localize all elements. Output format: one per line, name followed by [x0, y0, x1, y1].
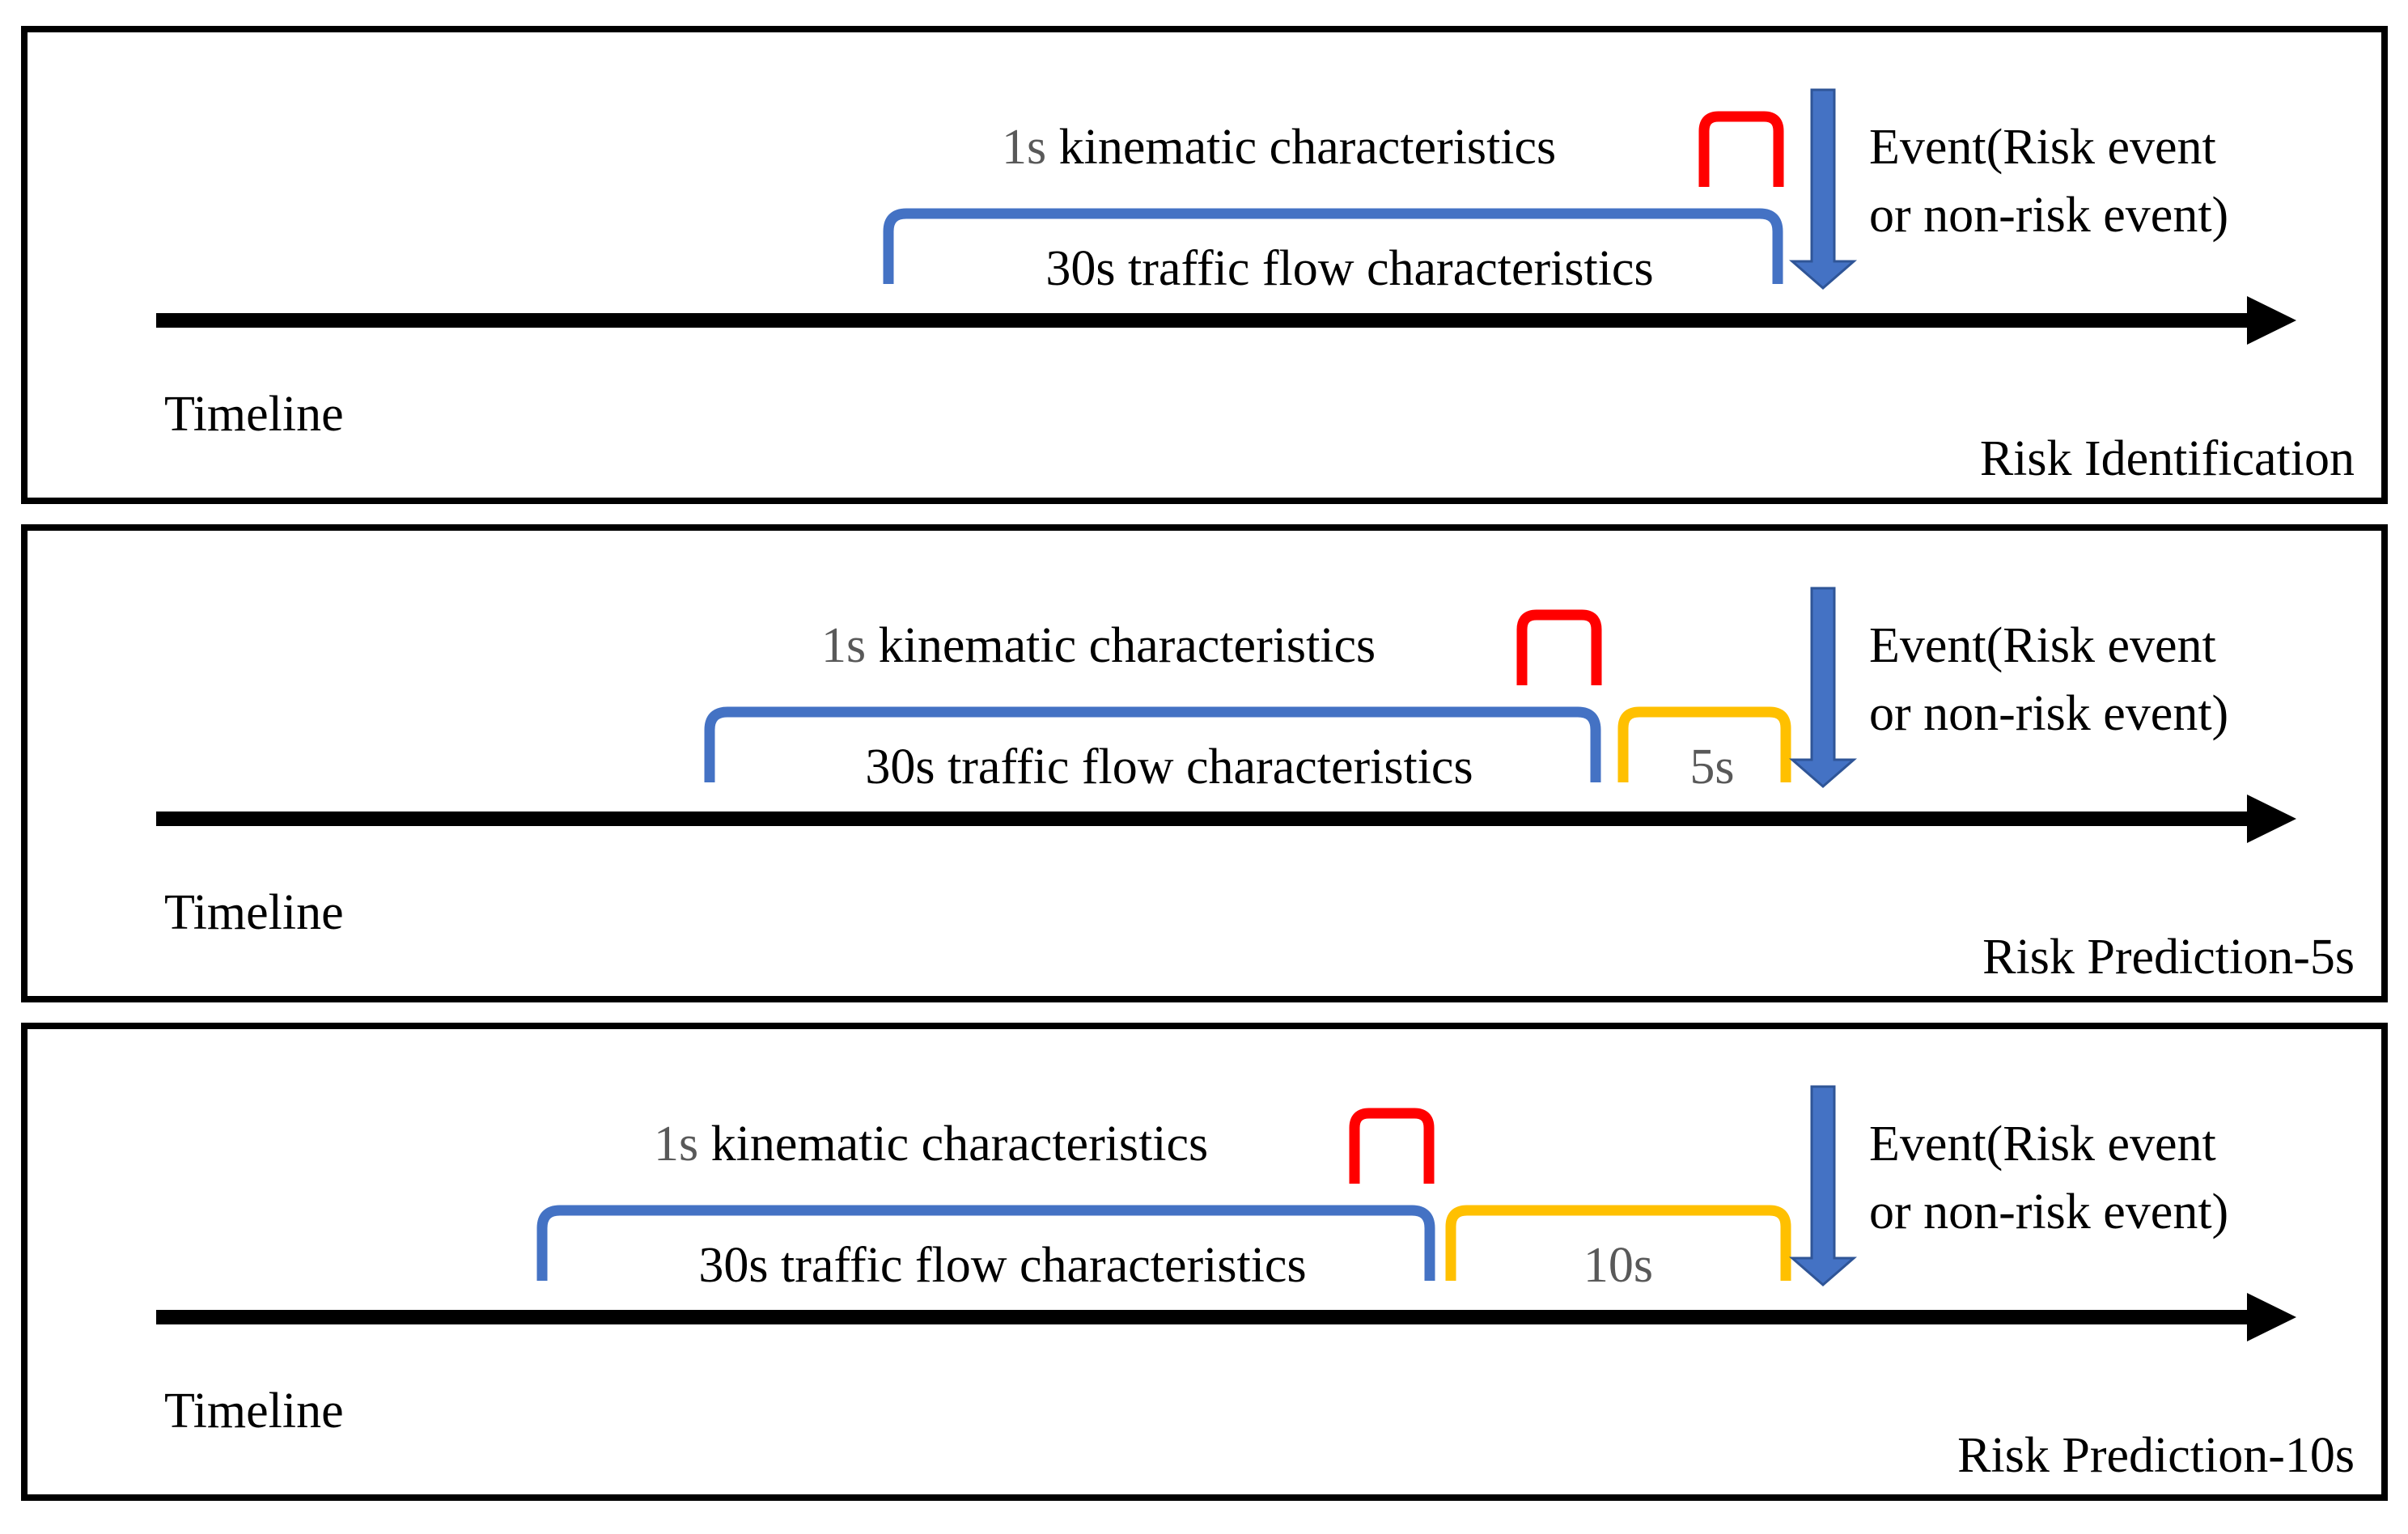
kinematic-bracket: [1698, 111, 1784, 187]
prediction-gap-label: 5s: [1689, 739, 1734, 795]
panel-frame: [21, 26, 2388, 504]
event-arrow-icon: [1788, 88, 1858, 290]
kinematic-duration: 1s: [821, 618, 866, 673]
panel-prediction-10s: 30s traffic flow characteristics 1s kinem…: [21, 1023, 2388, 1501]
traffic-flow-bracket: [536, 1205, 1435, 1281]
panel-title: Risk Identification: [1980, 431, 2355, 486]
panel-title: Risk Prediction-10s: [1957, 1428, 2355, 1483]
panel-identification: 30s traffic flow characteristics 1s kinem…: [21, 26, 2388, 504]
prediction-gap-bracket: [1445, 1205, 1791, 1281]
traffic-flow-label: 30s traffic flow characteristics: [698, 1238, 1306, 1293]
panel-title: Risk Prediction-5s: [1982, 930, 2355, 985]
event-arrow-icon: [1788, 587, 1858, 788]
kinematic-duration: 1s: [1002, 120, 1046, 175]
event-label-line-2: or non-risk event): [1869, 1184, 2228, 1239]
panel-frame: [21, 524, 2388, 1002]
kinematic-duration: 1s: [654, 1117, 698, 1172]
traffic-flow-label: 30s traffic flow characteristics: [1045, 241, 1653, 296]
traffic-flow-bracket: [883, 208, 1783, 284]
event-label-line-2: or non-risk event): [1869, 188, 2228, 243]
kinematic-label: 1s kinematic characteristics: [654, 1117, 1208, 1172]
timeline-label: Timeline: [164, 1384, 344, 1439]
timeline-label: Timeline: [164, 885, 344, 940]
timeline-label: Timeline: [164, 387, 344, 442]
event-arrow-icon: [1788, 1085, 1858, 1286]
event-label-line-1: Event(Risk event: [1869, 618, 2216, 673]
kinematic-text: kinematic characteristics: [1046, 120, 1556, 175]
timeline-arrowhead-icon: [2247, 1293, 2296, 1341]
kinematic-bracket: [1516, 609, 1602, 685]
kinematic-label: 1s kinematic characteristics: [821, 618, 1376, 673]
kinematic-bracket: [1349, 1108, 1435, 1184]
traffic-flow-bracket: [704, 706, 1601, 782]
kinematic-text: kinematic characteristics: [698, 1117, 1208, 1172]
event-label-line-1: Event(Risk event: [1869, 1117, 2216, 1172]
kinematic-label: 1s kinematic characteristics: [1002, 120, 1556, 175]
prediction-gap-label: 10s: [1583, 1238, 1653, 1293]
traffic-flow-label: 30s traffic flow characteristics: [865, 739, 1473, 795]
timeline-arrowhead-icon: [2247, 795, 2296, 843]
event-label-line-2: or non-risk event): [1869, 686, 2228, 741]
kinematic-text: kinematic characteristics: [866, 618, 1376, 673]
panel-frame: [21, 1023, 2388, 1501]
panel-prediction-5s: 30s traffic flow characteristics 1s kinem…: [21, 524, 2388, 1002]
prediction-gap-bracket: [1617, 706, 1791, 782]
event-label-line-1: Event(Risk event: [1869, 120, 2216, 175]
timeline-arrowhead-icon: [2247, 296, 2296, 345]
